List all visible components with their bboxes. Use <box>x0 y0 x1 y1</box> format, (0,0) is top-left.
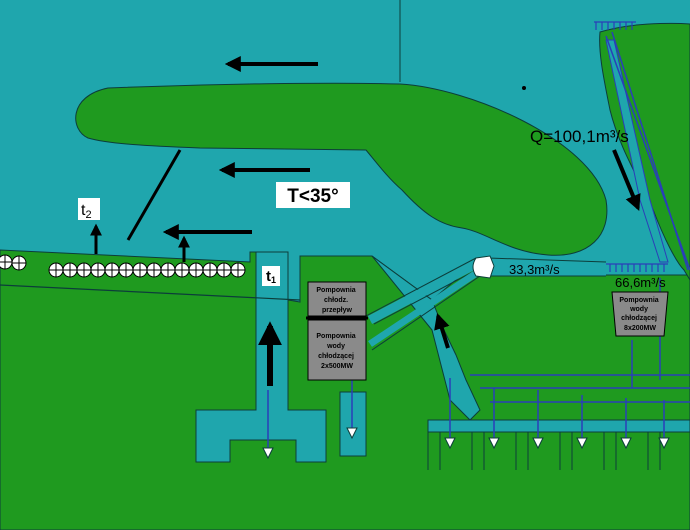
t1-label-main: t <box>266 268 271 285</box>
temperature-label-box <box>276 182 350 208</box>
bank-cell <box>104 262 120 278</box>
marker-dot <box>522 86 526 90</box>
bank-cell <box>11 255 27 271</box>
flow-left-label: 33,3m³/s <box>509 262 560 277</box>
bank-cell <box>118 262 134 278</box>
t1-label-box <box>262 266 280 286</box>
flow-total-label: Q=100,1m³/s <box>530 127 629 146</box>
t2-label-box <box>78 198 100 220</box>
outlet-manifold <box>427 419 690 433</box>
intake-channel-left <box>195 251 327 463</box>
pump-house-left-top <box>307 281 367 317</box>
pump-right-line3: chłodzącej <box>621 315 657 322</box>
bank-cell <box>48 262 64 278</box>
pump-left-main-line4: 2x500MW <box>321 363 353 370</box>
t2-label: t2 <box>81 202 92 221</box>
pump-left-main-line2: wody <box>326 343 345 350</box>
bank-cell <box>62 262 78 278</box>
intake-pipe-lower <box>368 269 480 347</box>
bank-cell <box>90 262 106 278</box>
bank-cell <box>174 262 190 278</box>
intake-channel-mid <box>339 391 367 457</box>
flow-right-label: 66,6m³/s <box>615 275 666 290</box>
pump-house-right <box>611 291 669 337</box>
bank-cell <box>188 262 204 278</box>
bank-cell <box>216 262 232 278</box>
svg-text:Pompownia wody chłodzą: Pompownia wody chłodzącej 8x200MW <box>619 297 660 332</box>
bank-cell <box>132 262 148 278</box>
flow-arrow-icon <box>612 149 641 211</box>
right-connector-channel <box>488 258 606 276</box>
t2-label-main: t <box>81 202 86 219</box>
shoreline-edge <box>0 284 301 301</box>
bank-cell <box>76 262 92 278</box>
bank-cell <box>230 262 246 278</box>
svg-text:Pompownia chłodz. prze: Pompownia chłodz. przepływ <box>316 287 357 314</box>
diffuser-icon <box>472 255 495 279</box>
intake-pipe-upper <box>367 258 483 324</box>
t2-label-sub: 2 <box>85 209 91 221</box>
temperature-label: T<35° <box>287 186 338 207</box>
right-connector-edge-top <box>487 257 607 263</box>
bank-cell <box>146 262 162 278</box>
pump-left-main-line3: chłodzącej <box>318 353 354 360</box>
pump-left-top-line1: Pompownia <box>316 287 355 294</box>
intake-grate-icon <box>594 21 668 272</box>
pump-right-line4: 8x200MW <box>624 325 656 332</box>
flow-arrow-icon <box>434 312 450 349</box>
pump-left-top-line3: przepływ <box>322 307 353 314</box>
blue-pipe-network <box>267 31 690 450</box>
intake-pipe-lower-edge <box>371 275 481 351</box>
bank-cell <box>160 262 176 278</box>
bank-cell <box>202 262 218 278</box>
pump-right-line1: Pompownia <box>619 297 658 304</box>
svg-text:Pompownia wody chłodzą: Pompownia wody chłodzącej 2x500MW <box>316 333 357 370</box>
pump-left-main-line1: Pompownia <box>316 333 355 340</box>
outlet-triangle-icon <box>262 427 670 460</box>
bank-cell <box>0 254 13 270</box>
peninsula-land <box>75 82 608 256</box>
barrier-line <box>126 149 182 241</box>
outlet-branches <box>427 420 661 470</box>
intake-pipe-upper-edge-b <box>373 265 485 325</box>
pump-house-left-main <box>307 319 367 381</box>
t1-label-sub: 1 <box>271 275 276 285</box>
intake-pipe-upper-edge-a <box>365 257 477 317</box>
cell-row <box>0 254 246 278</box>
t1-label: t1 <box>266 268 276 285</box>
pump-left-top-line2: chłodz. <box>324 297 348 304</box>
pump-right-line2: wody <box>629 306 648 313</box>
